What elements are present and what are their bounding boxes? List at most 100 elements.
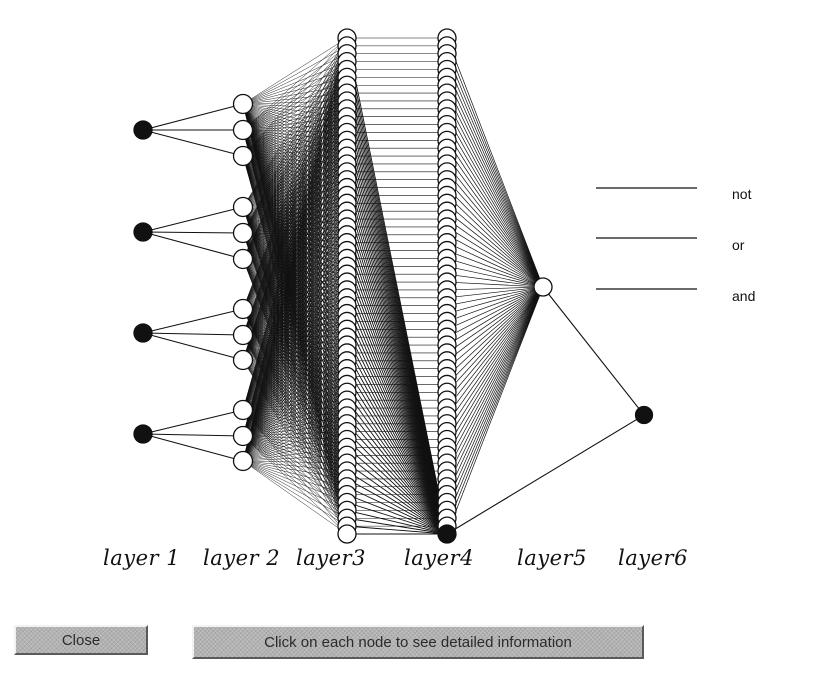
edge-l2-l3	[242, 308, 348, 409]
edge-l3-l4-focus	[346, 525, 448, 535]
edge-l2-l3	[242, 250, 348, 260]
edge-l2-l3	[242, 85, 348, 310]
node-layer1-3[interactable]	[133, 323, 153, 343]
edge-l2-l3	[242, 61, 348, 411]
node-layer3-64[interactable]	[337, 524, 357, 544]
edge-l2-l3	[242, 61, 348, 310]
edge-l2-l3	[242, 124, 348, 310]
edge-l2-l3	[242, 409, 348, 527]
node-layer2-7[interactable]	[232, 298, 254, 320]
node-layer2-11[interactable]	[232, 425, 254, 447]
edge-l2-l3	[242, 460, 348, 535]
node-layer1-1[interactable]	[133, 120, 153, 140]
edge-l2-l3	[242, 308, 348, 464]
edge-l3-l4-focus	[346, 352, 448, 535]
edge-l1-l2	[142, 433, 244, 437]
node-layer2-3[interactable]	[232, 145, 254, 167]
edge-l4-l5	[446, 258, 544, 288]
edge-l4-l5	[446, 163, 544, 288]
edge-l4-l5	[446, 286, 544, 401]
edge-l2-l3	[242, 308, 348, 527]
edge-l1-l2	[142, 231, 244, 234]
edge-l2-l3	[242, 218, 348, 462]
edge-l2-l3	[242, 61, 348, 105]
edge-l1-l2	[142, 332, 244, 336]
edge-l2-l3	[242, 460, 348, 480]
edge-l4-l5	[446, 108, 544, 288]
node-layer1-2[interactable]	[133, 222, 153, 242]
edge-l2-l3	[242, 61, 348, 208]
close-button[interactable]: Close	[14, 625, 148, 655]
edge-l2-l3	[242, 45, 348, 361]
edge-l4-l5	[446, 179, 544, 288]
edge-l2-l3	[242, 129, 348, 235]
edge-l2-l3	[242, 376, 348, 462]
edge-l2-l3	[242, 392, 348, 462]
node-layer5-1[interactable]	[533, 277, 553, 297]
edge-l2-l3	[242, 45, 348, 462]
edge-l2-l3	[242, 37, 348, 361]
edge-l2-l3	[242, 132, 348, 462]
edge-l4-l5	[446, 265, 544, 288]
edge-l4-l5	[446, 187, 544, 288]
edge-l2-l3	[242, 308, 348, 432]
node-layer2-6[interactable]	[232, 248, 254, 270]
edge-l3-l4-focus	[346, 478, 448, 535]
edge-l1-l2	[142, 231, 244, 260]
edge-l3-l4-focus	[346, 305, 448, 535]
edge-l1-l2	[142, 103, 244, 131]
node-layer2-5[interactable]	[232, 222, 254, 244]
edge-l4-l5	[446, 286, 544, 519]
edge-l2-l3	[242, 460, 348, 472]
node-layer1-4[interactable]	[133, 424, 153, 444]
edge-l2-l3	[242, 308, 348, 440]
edge-l4-l5	[446, 286, 544, 535]
edge-l4-l5	[446, 286, 544, 338]
legend-label-not: not	[732, 186, 752, 202]
edge-l2-l3	[242, 455, 348, 462]
legend-label-and: and	[732, 288, 756, 304]
edge-l4-l5	[446, 286, 544, 393]
edge-l2-l3	[242, 226, 348, 462]
edge-l3-l4-focus	[346, 368, 448, 535]
edge-l2-l3	[242, 37, 348, 157]
edge-l2-l3	[242, 242, 348, 462]
edge-l2-l3	[242, 124, 348, 462]
network-nodes[interactable]	[133, 28, 654, 544]
edge-l2-l3	[242, 37, 348, 437]
node-layer6-1[interactable]	[634, 405, 654, 425]
edge-l4-l5	[446, 286, 544, 480]
node-layer2-4[interactable]	[232, 196, 254, 218]
edge-l2-l3	[242, 156, 348, 411]
edge-l2-l3	[242, 409, 348, 519]
edge-l2-l3	[242, 258, 348, 462]
edge-l2-l3	[242, 250, 348, 462]
edge-l2-l3	[242, 37, 348, 105]
edge-l2-l3	[242, 93, 348, 310]
edge-l2-l3	[242, 92, 348, 208]
edge-l4-l5	[446, 286, 544, 487]
edge-l2-l3	[242, 108, 348, 462]
edge-l2-l3	[242, 439, 348, 462]
edge-l2-l3	[242, 45, 348, 105]
edge-l1-l2	[142, 409, 244, 435]
node-layer2-12[interactable]	[232, 450, 254, 472]
node-layer2-8[interactable]	[232, 324, 254, 346]
edge-l1-l2	[142, 206, 244, 233]
edge-l4-l5	[446, 286, 544, 417]
info-button[interactable]: Click on each node to see detailed infor…	[192, 625, 644, 659]
node-layer2-10[interactable]	[232, 399, 254, 421]
edge-l3-l4-focus	[346, 289, 448, 535]
node-layer2-1[interactable]	[232, 93, 254, 115]
node-layer4-64[interactable]	[437, 524, 457, 544]
node-layer2-2[interactable]	[232, 119, 254, 141]
edge-l2-l3	[242, 460, 348, 511]
edge-l2-l3	[242, 61, 348, 462]
edge-l2-l3	[242, 321, 348, 462]
edge-l2-l3	[242, 116, 348, 462]
node-layer2-9[interactable]	[232, 349, 254, 371]
edge-l2-l3	[242, 258, 348, 283]
edge-l2-l3	[242, 116, 348, 411]
legend-lines	[596, 187, 697, 290]
edge-l4-l5	[446, 226, 544, 288]
